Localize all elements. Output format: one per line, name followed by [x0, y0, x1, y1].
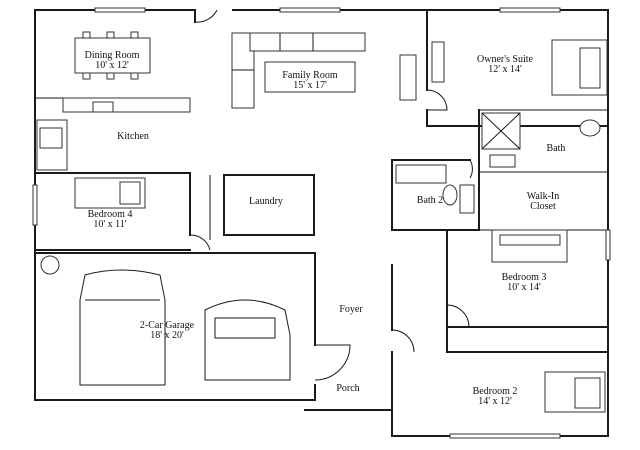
bath2-fixtures [395, 164, 475, 214]
water-heater-icon [40, 255, 60, 275]
owners-dresser-icon [431, 41, 445, 83]
bedroom2-label: Bedroom 2 [473, 386, 518, 397]
sofa-icon [231, 32, 366, 109]
bath-label: Bath [547, 143, 566, 154]
bedroom4-size: 10' x 11' [93, 219, 126, 230]
garage-size: 18' x 20' [150, 330, 184, 341]
bath2-label: Bath 2 [417, 195, 443, 206]
garage-car-outline-icon [79, 269, 166, 386]
dining-room-label: Dining Room [85, 50, 140, 61]
doors [189, 9, 473, 381]
tv-console-icon [399, 54, 417, 101]
walkin-label: Walk-In [527, 191, 560, 202]
dining-table-icon [74, 31, 151, 80]
family-room-size: 15' x 17' [293, 80, 327, 91]
bedroom3-size: 10' x 14' [507, 282, 541, 293]
owners-suite-label: Owner's Suite [477, 54, 534, 65]
interior-walls [34, 19, 609, 411]
owners-bath-fixtures [481, 112, 601, 168]
windows [32, 7, 611, 439]
kitchen-label: Kitchen [117, 131, 149, 142]
owners-suite-size: 12' x 14' [488, 64, 522, 75]
porch-label: Porch [336, 383, 359, 394]
kitchen-counters [36, 97, 191, 171]
dining-room-size: 10' x 12' [95, 60, 129, 71]
family-room-label: Family Room [282, 70, 338, 81]
bedroom4-label: Bedroom 4 [88, 209, 133, 220]
bedroom2-bed-icon [544, 371, 606, 413]
bedroom2-size: 14' x 12' [478, 396, 512, 407]
garage-label: 2-Car Garage [140, 320, 195, 331]
owners-bed-icon [551, 39, 608, 96]
bedroom3-bed-icon [491, 229, 568, 263]
bedroom3-label: Bedroom 3 [502, 272, 547, 283]
garage-car-icon [204, 299, 291, 381]
foyer-label: Foyer [339, 304, 363, 315]
walkin-label-closet: Closet [530, 201, 556, 212]
laundry-label: Laundry [249, 196, 283, 207]
bedroom4-bed-icon [74, 177, 146, 209]
